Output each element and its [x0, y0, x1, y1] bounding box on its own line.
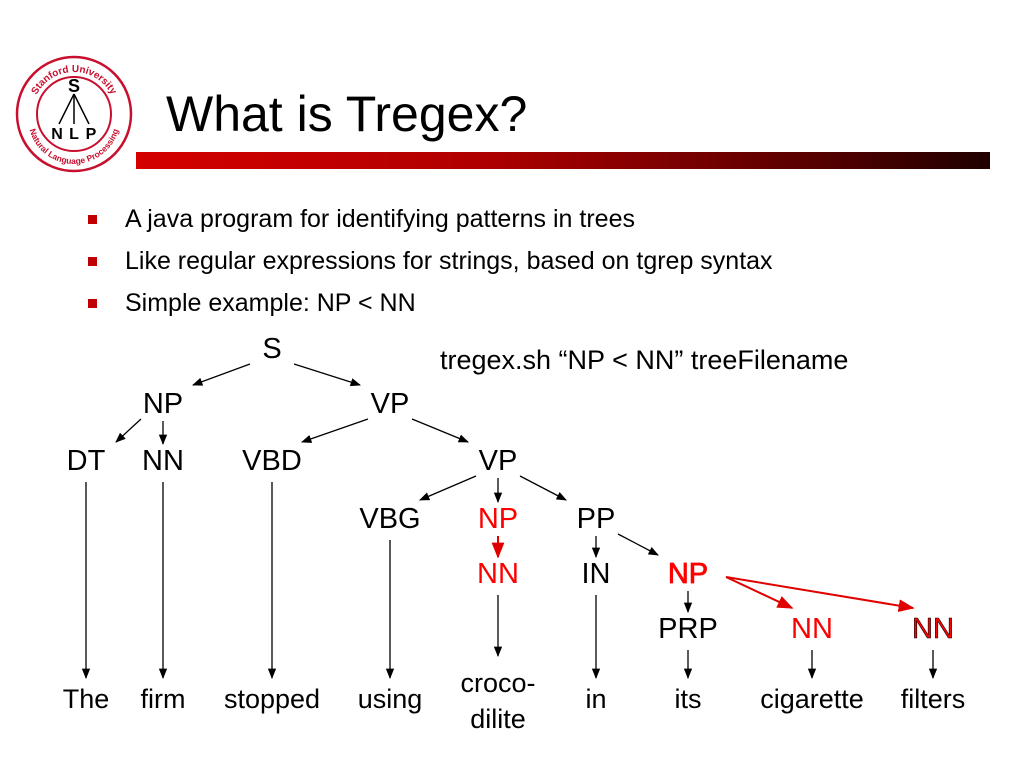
tree-node-np1: NP — [143, 388, 183, 420]
tree-edge-vp1-to-vp2 — [411, 418, 469, 443]
logo-leaf-l: L — [69, 126, 79, 143]
tregex-command: tregex.sh “NP < NN” treeFilename — [440, 345, 849, 375]
title-underline-bar — [136, 152, 990, 169]
tree-word-the: The — [63, 684, 110, 714]
bullet-square-icon — [88, 257, 97, 266]
tree-edge-np3-to-nn3 — [725, 576, 794, 609]
tree-edge-s-to-vp1 — [293, 363, 361, 387]
tree-node-prp: PRP — [658, 613, 718, 645]
tree-word-its: its — [675, 684, 702, 714]
bullet-square-icon — [88, 299, 97, 308]
tree-word-crocodilite-line-2: dilite — [470, 704, 526, 734]
logo-leaf-n: N — [51, 126, 63, 143]
bullet-text: A java program for identifying patterns … — [125, 205, 635, 233]
tree-word-using: using — [358, 684, 423, 714]
tree-node-in: IN — [582, 558, 611, 590]
bullet-item: Simple example: NP < NN — [88, 282, 773, 324]
tree-word-crocodilite-line-1: croco- — [460, 668, 535, 698]
slide-title: What is Tregex? — [166, 86, 528, 142]
tree-edge-np1-to-dt — [115, 418, 142, 443]
tree-edge-vp2-to-pp — [519, 475, 567, 501]
tree-node-vbg: VBG — [359, 503, 420, 535]
tree-word-firm: firm — [141, 684, 186, 714]
tree-node-np3: NP — [668, 558, 708, 590]
tree-node-vp1: VP — [371, 388, 410, 420]
tree-word-filters: filters — [901, 684, 966, 714]
bullet-item: A java program for identifying patterns … — [88, 198, 773, 240]
tree-node-nn1: NN — [142, 445, 184, 477]
bullet-text: Simple example: NP < NN — [125, 289, 416, 317]
bullet-text: Like regular expressions for strings, ba… — [125, 247, 773, 275]
tree-node-np2: NP — [478, 503, 518, 535]
tree-node-nn3: NN — [791, 613, 833, 645]
tree-node-vbd: VBD — [242, 445, 302, 477]
tree-node-nn4: NN — [912, 613, 954, 645]
tree-node-pp: PP — [577, 503, 616, 535]
tree-edge-pp-to-np3 — [617, 533, 659, 556]
tree-word-stopped: stopped — [224, 684, 320, 714]
bullet-item: Like regular expressions for strings, ba… — [88, 240, 773, 282]
tree-node-nn2: NN — [477, 558, 519, 590]
tree-word-cigarette: cigarette — [760, 684, 864, 714]
logo-leaf-p: P — [86, 126, 97, 143]
bullet-square-icon — [88, 215, 97, 224]
tree-edge-np3-to-nn4 — [725, 576, 915, 612]
tree-edge-vp2-to-vbg — [419, 475, 477, 501]
tree-edge-s-to-np1 — [192, 363, 251, 386]
tree-edge-vp1-to-vbd — [301, 418, 369, 443]
tree-node-dt: DT — [67, 445, 106, 477]
tree-word-in: in — [585, 684, 606, 714]
logo-tree-root: S — [68, 76, 80, 96]
tree-node-vp2: VP — [479, 445, 518, 477]
bullet-list: A java program for identifying patterns … — [88, 198, 773, 324]
tree-node-s: S — [262, 333, 281, 365]
stanford-nlp-logo: Stanford University Natural Language Pro… — [15, 55, 133, 173]
